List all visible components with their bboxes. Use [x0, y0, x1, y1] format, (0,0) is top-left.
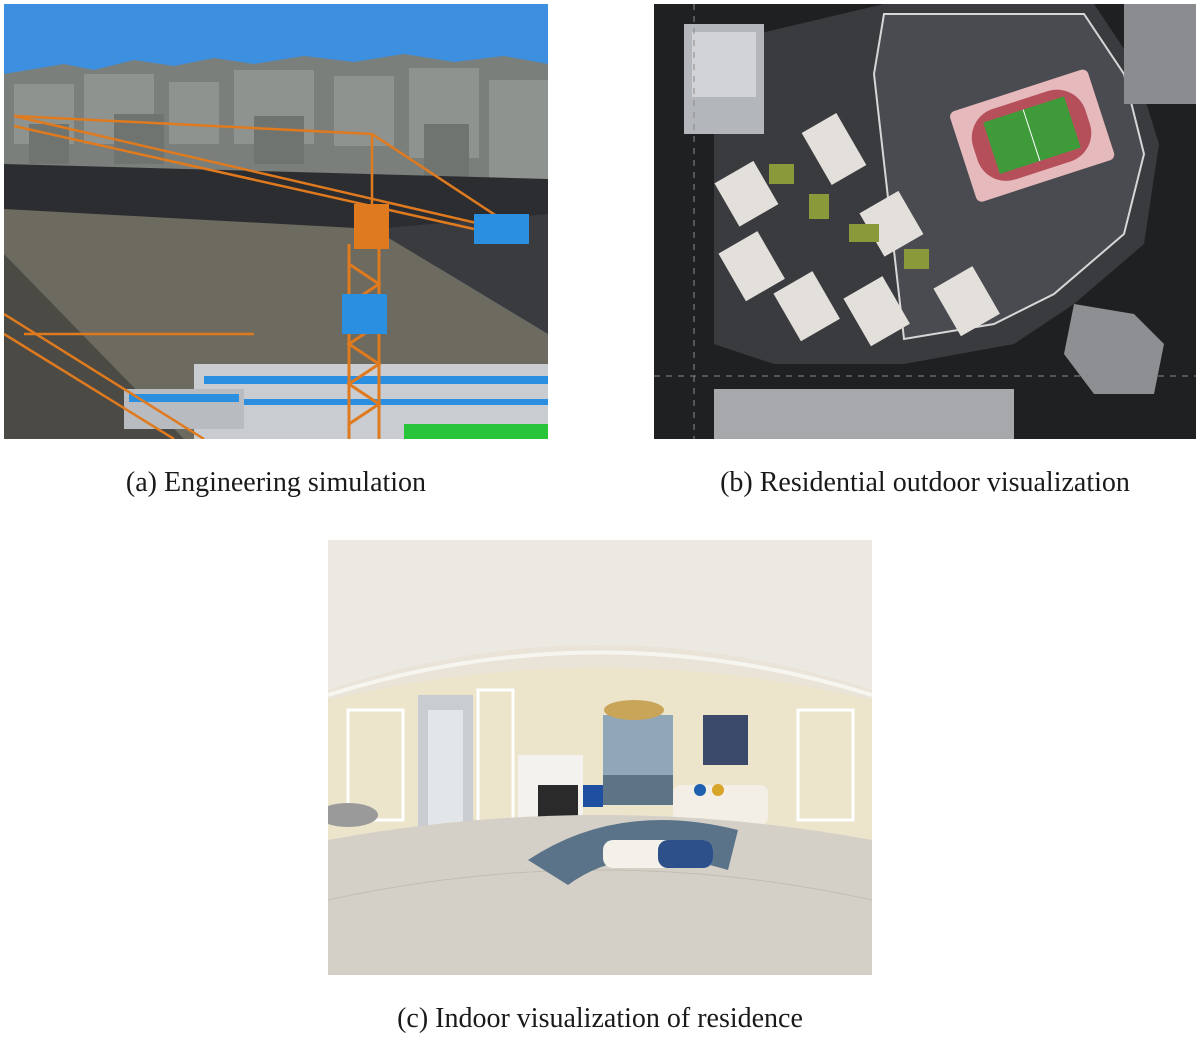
residential-outdoor-image	[654, 4, 1196, 439]
caption-residential-outdoor: (b) Residential outdoor visualization	[720, 467, 1130, 498]
caption-indoor-residence: (c) Indoor visualization of residence	[397, 1003, 803, 1034]
indoor-residence-image	[328, 540, 872, 975]
engineering-simulation-image	[4, 4, 548, 439]
caption-engineering-simulation: (a) Engineering simulation	[125, 467, 427, 498]
